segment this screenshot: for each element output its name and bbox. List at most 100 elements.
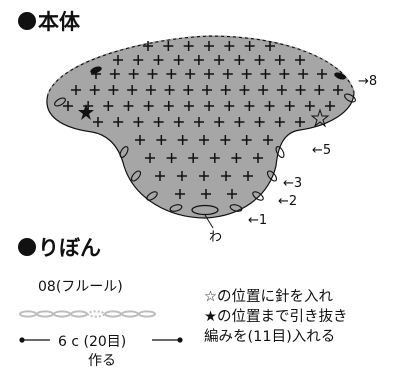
stitch-cross [145,85,156,95]
row-label-5: ←5 [312,143,332,158]
ring-label: わ [209,230,223,245]
chain-oval [229,204,243,212]
stitch-cross [265,41,275,51]
row-label-2: ←2 [278,194,298,209]
ring-tail-line [204,214,214,229]
stitch-cross [244,41,255,51]
stitch-cross [325,101,335,111]
stitch-cross [221,171,231,181]
stitch-cross [220,85,231,95]
stitch-cross [175,189,185,199]
stitch-cross [274,55,285,65]
stitch-cross [133,117,144,127]
instruction-line-3: 編みを(11目)入れる [204,329,336,345]
outline-star-icon [310,108,330,128]
stitch-cross [274,117,285,127]
stitch-cross [279,69,290,79]
stitch-cross [173,117,184,127]
stitch-cross [284,101,295,111]
ribbon-chain-oval [121,310,139,318]
stitch-cross [183,101,194,111]
stitch-cross [260,69,271,79]
chain-ovals [54,93,356,212]
section-title-ribbon: りぼん [18,232,101,262]
stitch-cross [113,55,123,65]
stitch-cross [202,85,212,95]
stitch-cross [276,85,287,95]
stitch-cross [153,55,164,65]
stitch-cross [135,135,145,145]
stitch-cross [314,85,325,95]
stitch-cross [204,41,214,51]
stitch-cross [89,85,100,95]
stitch-cross [264,101,275,111]
stitch-cross [317,69,327,79]
ribbon-chain-oval [70,310,88,318]
chain-oval [119,146,129,158]
stitch-cross [155,171,165,181]
filled-star-icon [78,104,94,120]
stitch-cross [227,189,237,199]
chain-oval [130,170,142,182]
stitch-cross [214,55,225,65]
chain-oval [266,170,278,182]
chart-body-shape [46,35,355,219]
stitch-cross [156,135,167,145]
stitch-cross [163,101,174,111]
stitch-cross [241,135,252,145]
row-label-8: →8 [358,74,378,89]
stitch-cross [254,117,265,127]
chart-rim-dashed [47,35,355,95]
stitch-cross [183,41,194,51]
stitch-cross [147,69,158,79]
stitch-cross [243,171,253,181]
stitch-cross [143,101,154,111]
stitch-cross [123,101,134,111]
stitch-cross [295,85,306,95]
stitch-cross [263,135,273,145]
stitch-cross [93,117,103,127]
stitch-cross [145,153,155,163]
stitch-crosses [63,41,343,199]
stitch-cross [231,153,242,163]
stitch-cross [199,171,209,181]
stitch-cross [222,69,233,79]
chain-oval [344,93,356,103]
instructions: ☆の位置に針を入れ ★の位置まで引き抜き 編みを(11目)入れる [204,287,348,347]
ribbon-chain [19,310,156,318]
ribbon-chain-oval [104,310,122,318]
stitch-cross [333,85,343,95]
stitch-cross [295,117,305,127]
stitch-cross [163,41,174,51]
stitch-cross [298,69,309,79]
ribbon-chain-oval [19,310,37,318]
stitch-cross [183,85,194,95]
stitch-cross [194,117,204,127]
stitch-cross [185,69,196,79]
stitch-cross [103,101,114,111]
stitch-cross [214,117,225,127]
end-dark-oval-left [90,66,102,74]
chain-oval [275,146,285,158]
stitch-cross [108,85,119,95]
ribbon-title-text: りぼん [38,236,101,260]
stitch-cross [193,55,204,65]
stitch-cross [177,171,187,181]
magic-ring [191,204,219,216]
stitch-cross [166,153,177,163]
stitch-cross [258,85,269,95]
stitch-cross [164,85,175,95]
stitch-cross [128,69,139,79]
ribbon-chain-label: 6 c (20目) [58,334,127,350]
ribbon-chain-oval [53,310,71,318]
stitch-cross [173,55,184,65]
stitch-cross [244,101,255,111]
stitch-cross [63,101,73,111]
stitch-cross [241,69,252,79]
row-label-1: ←1 [248,213,268,228]
instruction-line-2: ★の位置まで引き抜き [204,309,348,325]
stitch-cross [177,135,188,145]
stitch-cross [220,135,231,145]
stitch-cross [204,69,214,79]
